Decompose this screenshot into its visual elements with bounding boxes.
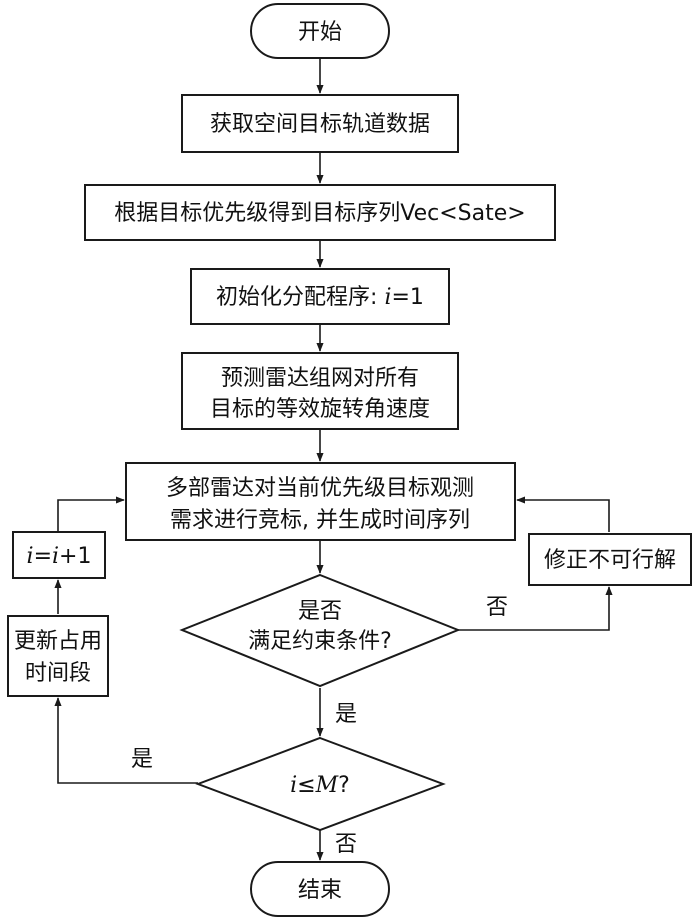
- predict-label-line2: 目标的等效旋转角速度: [210, 397, 430, 422]
- predict-label-line1: 预测雷达组网对所有: [221, 366, 419, 391]
- bidding-box: 多部雷达对当前优先级目标观测 需求进行竞标, 并生成时间序列: [125, 462, 516, 541]
- increment-var-a: i: [27, 544, 34, 569]
- arrow-loop-yes-to-update: [54, 697, 198, 784]
- increment-label: i=i+1: [27, 544, 92, 569]
- target-sequence-box: 根据目标优先级得到目标序列Vec<Sate>: [84, 184, 556, 241]
- target-sequence-label: 根据目标优先级得到目标序列Vec<Sate>: [114, 201, 525, 226]
- loop-check-q: ?: [338, 773, 350, 798]
- arrow-check-no-to-fix: [458, 586, 613, 631]
- edge-label-check-no: 否: [486, 595, 508, 620]
- bidding-label-line2: 需求进行竞标, 并生成时间序列: [170, 508, 470, 533]
- fix-label: 修正不可行解: [544, 548, 676, 573]
- update-label-line1: 更新占用: [14, 629, 102, 654]
- edge-label-loop-yes: 是: [131, 747, 153, 772]
- increment-box: i=i+1: [12, 531, 106, 579]
- fix-box: 修正不可行解: [528, 533, 692, 586]
- update-box: 更新占用 时间段: [7, 615, 109, 697]
- increment-var-b: i: [52, 544, 59, 569]
- update-label-line2: 时间段: [25, 661, 91, 686]
- start-label: 开始: [298, 20, 342, 45]
- arrow-increment-to-bid: [57, 496, 125, 532]
- connectors: [54, 58, 613, 861]
- end-label: 结束: [298, 878, 342, 903]
- loop-check-label: i≤M?: [290, 773, 350, 798]
- edge-label-loop-no: 否: [335, 832, 357, 857]
- bidding-label-line1: 多部雷达对当前优先级目标观测: [166, 476, 474, 501]
- constraint-check-line1: 是否: [298, 599, 342, 624]
- init-label-suffix: =1: [392, 285, 424, 310]
- loop-check-diamond: i≤M?: [195, 736, 446, 832]
- loop-check-cmp: ≤: [297, 773, 315, 798]
- arrow-fix-to-bid: [516, 496, 610, 532]
- end-terminal: 结束: [250, 861, 390, 917]
- start-terminal: 开始: [250, 3, 390, 59]
- acquire-data-box: 获取空间目标轨道数据: [181, 94, 459, 153]
- init-label-var: i: [384, 285, 391, 310]
- edge-label-check-yes: 是: [335, 702, 357, 727]
- loop-check-bound: M: [315, 773, 339, 798]
- init-label-prefix: 初始化分配程序:: [216, 285, 384, 310]
- increment-plus: +1: [59, 544, 91, 569]
- acquire-data-label: 获取空间目标轨道数据: [210, 112, 430, 137]
- predict-box: 预测雷达组网对所有 目标的等效旋转角速度: [181, 352, 459, 430]
- increment-eq: =: [34, 544, 52, 569]
- constraint-check-diamond: 是否 满足约束条件?: [179, 573, 461, 688]
- constraint-check-line2: 满足约束条件?: [248, 629, 392, 654]
- init-label: 初始化分配程序: i=1: [216, 285, 424, 310]
- loop-check-var: i: [290, 773, 297, 798]
- init-box: 初始化分配程序: i=1: [190, 268, 450, 325]
